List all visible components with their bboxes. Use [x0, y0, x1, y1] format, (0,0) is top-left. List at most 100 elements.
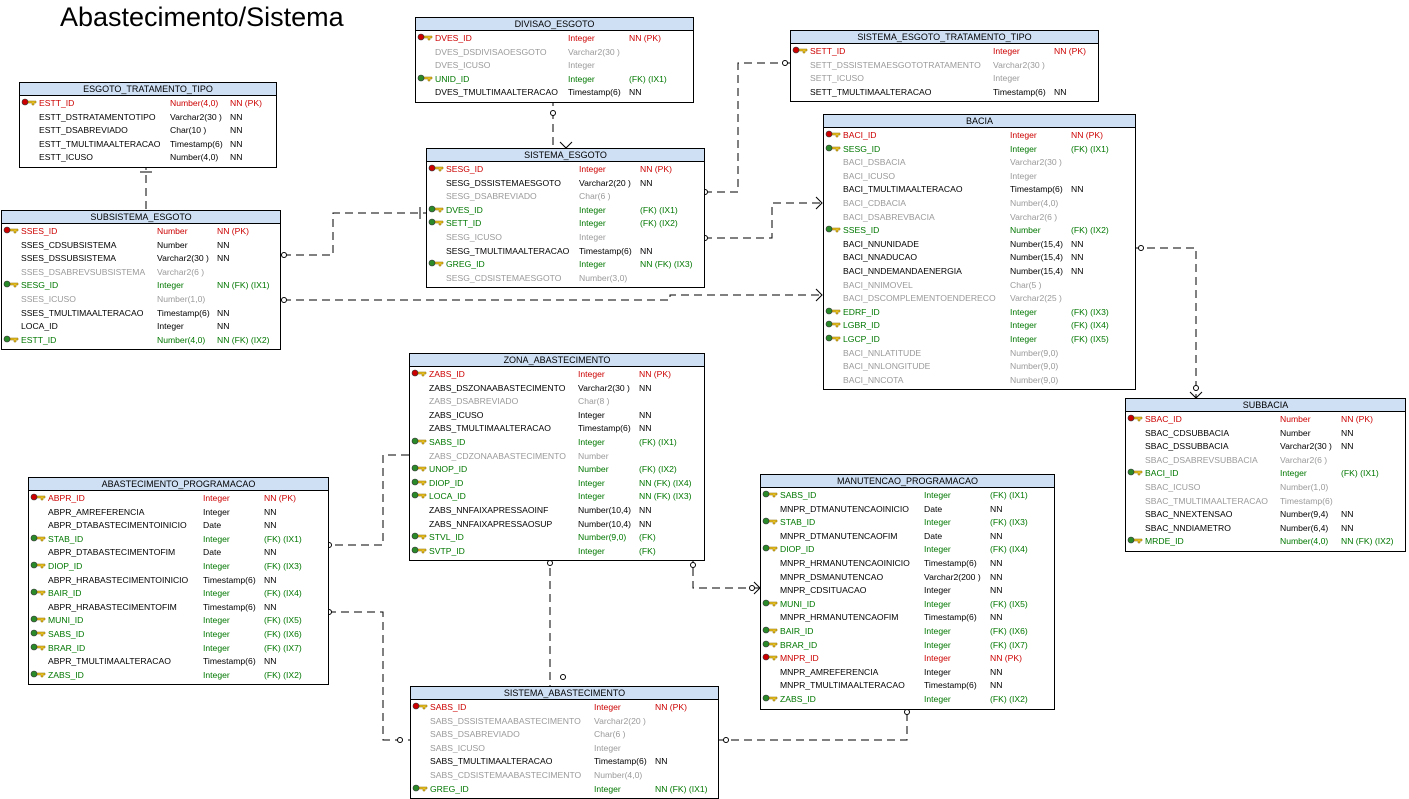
column-row[interactable]: SBAC_ICUSONumber(1,0) — [1126, 481, 1405, 495]
column-row[interactable]: LOCA_IDIntegerNN — [2, 320, 280, 334]
column-row[interactable]: SESG_ICUSOInteger — [427, 231, 704, 245]
column-row[interactable]: ESTT_IDNumber(4,0)NN (PK) — [20, 97, 276, 111]
entity-sistema-abastecimento[interactable]: SISTEMA_ABASTECIMENTOSABS_IDIntegerNN (P… — [410, 686, 719, 799]
column-row[interactable]: UNID_IDInteger(FK) (IX1) — [416, 73, 693, 87]
column-row[interactable]: BACI_DSABREVBACIAVarchar2(6 ) — [824, 211, 1135, 225]
column-row[interactable]: DVES_ICUSOInteger — [416, 59, 693, 73]
entity-bacia[interactable]: BACIABACI_IDIntegerNN (PK)SESG_IDInteger… — [823, 114, 1136, 391]
column-row[interactable]: ESTT_ICUSONumber(4,0)NN — [20, 151, 276, 165]
column-row[interactable]: SSES_DSSUBSISTEMAVarchar2(30 )NN — [2, 252, 280, 266]
column-row[interactable]: BAIR_IDInteger(FK) (IX4) — [29, 587, 328, 601]
column-row[interactable]: MNPR_HRMANUTENCAOFIMTimestamp(6)NN — [761, 611, 1054, 625]
column-row[interactable]: DVES_IDIntegerNN (PK) — [416, 32, 693, 46]
column-row[interactable]: ZABS_TMULTIMAALTERACAOTimestamp(6)NN — [410, 422, 704, 436]
column-row[interactable]: SESG_IDIntegerNN (PK) — [427, 163, 704, 177]
column-row[interactable]: SABS_CDSISTEMAABASTECIMENTONumber(4,0) — [411, 769, 718, 783]
column-row[interactable]: MNPR_IDIntegerNN (PK) — [761, 652, 1054, 666]
column-row[interactable]: SABS_IDInteger(FK) (IX1) — [410, 436, 704, 450]
column-row[interactable]: GREG_IDIntegerNN (FK) (IX1) — [411, 783, 718, 797]
column-row[interactable]: SABS_DSABREVIADOChar(6 ) — [411, 728, 718, 742]
column-row[interactable]: STAB_IDInteger(FK) (IX1) — [29, 533, 328, 547]
column-row[interactable]: BACI_ICUSOInteger — [824, 170, 1135, 184]
entity-abastecimento-programacao[interactable]: ABASTECIMENTO_PROGRAMACAOABPR_IDIntegerN… — [28, 477, 329, 686]
column-row[interactable]: BRAR_IDInteger(FK) (IX7) — [29, 642, 328, 656]
column-row[interactable]: LOCA_IDIntegerNN (FK) (IX3) — [410, 490, 704, 504]
column-row[interactable]: MUNI_IDInteger(FK) (IX5) — [29, 614, 328, 628]
column-row[interactable]: ZABS_DSABREVIADOChar(8 ) — [410, 395, 704, 409]
column-row[interactable]: ZABS_DSZONAABASTECIMENTOVarchar2(30 )NN — [410, 382, 704, 396]
column-row[interactable]: DIOP_IDIntegerNN (FK) (IX4) — [410, 477, 704, 491]
column-row[interactable]: MNPR_DSMANUTENCAOVarchar2(200 )NN — [761, 571, 1054, 585]
column-row[interactable]: SSES_ICUSONumber(1,0) — [2, 293, 280, 307]
column-row[interactable]: SBAC_NNEXTENSAONumber(9,4)NN — [1126, 508, 1405, 522]
column-row[interactable]: SVTP_IDInteger(FK) — [410, 545, 704, 559]
column-row[interactable]: GREG_IDIntegerNN (FK) (IX3) — [427, 258, 704, 272]
column-row[interactable]: SESG_CDSISTEMAESGOTONumber(3,0) — [427, 272, 704, 286]
column-row[interactable]: MNPR_CDSITUACAOIntegerNN — [761, 584, 1054, 598]
column-row[interactable]: ABPR_IDIntegerNN (PK) — [29, 492, 328, 506]
column-row[interactable]: SESG_DSSISTEMAESGOTOVarchar2(20 )NN — [427, 177, 704, 191]
column-row[interactable]: SBAC_DSSUBBACIAVarchar2(30 )NN — [1126, 440, 1405, 454]
column-row[interactable]: SSES_IDNumberNN (PK) — [2, 225, 280, 239]
column-row[interactable]: MNPR_AMREFERENCIAIntegerNN — [761, 666, 1054, 680]
column-row[interactable]: BAIR_IDInteger(FK) (IX6) — [761, 625, 1054, 639]
column-row[interactable]: BACI_CDBACIANumber(4,0) — [824, 197, 1135, 211]
column-row[interactable]: LGCP_IDInteger(FK) (IX5) — [824, 333, 1135, 347]
column-row[interactable]: ZABS_NNFAIXAPRESSAOSUPNumber(10,4)NN — [410, 518, 704, 532]
column-row[interactable]: SBAC_CDSUBBACIANumberNN — [1126, 427, 1405, 441]
column-row[interactable]: SABS_ICUSOInteger — [411, 742, 718, 756]
column-row[interactable]: SSES_DSABREVSUBSISTEMAVarchar2(6 ) — [2, 266, 280, 280]
column-row[interactable]: MNPR_DTMANUTENCAOFIMDateNN — [761, 530, 1054, 544]
column-row[interactable]: EDRF_IDInteger(FK) (IX3) — [824, 306, 1135, 320]
column-row[interactable]: DIOP_IDInteger(FK) (IX4) — [761, 543, 1054, 557]
column-row[interactable]: ESTT_DSTRATAMENTOTIPOVarchar2(30 )NN — [20, 111, 276, 125]
column-row[interactable]: ABPR_HRABASTECIMENTOINICIOTimestamp(6)NN — [29, 574, 328, 588]
column-row[interactable]: SETT_IDInteger(FK) (IX2) — [427, 217, 704, 231]
column-row[interactable]: MNPR_DTMANUTENCAOINICIODateNN — [761, 503, 1054, 517]
column-row[interactable]: BACI_NNDEMANDAENERGIANumber(15,4)NN — [824, 265, 1135, 279]
column-row[interactable]: DIOP_IDInteger(FK) (IX3) — [29, 560, 328, 574]
column-row[interactable]: ZABS_NNFAIXAPRESSAOINFNumber(10,4)NN — [410, 504, 704, 518]
column-row[interactable]: SETT_DSSISTEMAESGOTOTRATAMENTOVarchar2(3… — [791, 59, 1098, 73]
column-row[interactable]: BACI_NNLATITUDENumber(9,0) — [824, 347, 1135, 361]
column-row[interactable]: ZABS_IDInteger(FK) (IX2) — [761, 693, 1054, 707]
column-row[interactable]: LGBR_IDInteger(FK) (IX4) — [824, 319, 1135, 333]
column-row[interactable]: SABS_IDInteger(FK) (IX6) — [29, 628, 328, 642]
entity-subsistema-esgoto[interactable]: SUBSISTEMA_ESGOTOSSES_IDNumberNN (PK)SSE… — [1, 210, 281, 351]
column-row[interactable]: BACI_IDInteger(FK) (IX1) — [1126, 467, 1405, 481]
column-row[interactable]: MNPR_HRMANUTENCAOINICIOTimestamp(6)NN — [761, 557, 1054, 571]
column-row[interactable]: ZABS_CDZONAABASTECIMENTONumber — [410, 450, 704, 464]
column-row[interactable]: ABPR_TMULTIMAALTERACAOTimestamp(6)NN — [29, 655, 328, 669]
column-row[interactable]: SBAC_TMULTIMAALTERACAOTimestamp(6) — [1126, 495, 1405, 509]
column-row[interactable]: DVES_TMULTIMAALTERACAOTimestamp(6)NN — [416, 86, 693, 100]
entity-divisao-esgoto[interactable]: DIVISAO_ESGOTODVES_IDIntegerNN (PK)DVES_… — [415, 17, 694, 103]
column-row[interactable]: BACI_NNUNIDADENumber(15,4)NN — [824, 238, 1135, 252]
column-row[interactable]: MNPR_TMULTIMAALTERACAOTimestamp(6)NN — [761, 679, 1054, 693]
column-row[interactable]: SABS_DSSISTEMAABASTECIMENTOVarchar2(20 ) — [411, 715, 718, 729]
column-row[interactable]: STAB_IDInteger(FK) (IX3) — [761, 516, 1054, 530]
column-row[interactable]: BACI_NNADUCAONumber(15,4)NN — [824, 251, 1135, 265]
column-row[interactable]: ESTT_IDNumber(4,0)NN (FK) (IX2) — [2, 334, 280, 348]
column-row[interactable]: SBAC_NNDIAMETRONumber(6,4)NN — [1126, 522, 1405, 536]
column-row[interactable]: SSES_IDNumber(FK) (IX2) — [824, 224, 1135, 238]
entity-manutencao-programacao[interactable]: MANUTENCAO_PROGRAMACAOSABS_IDInteger(FK)… — [760, 474, 1055, 710]
column-row[interactable]: ABPR_HRABASTECIMENTOFIMTimestamp(6)NN — [29, 601, 328, 615]
column-row[interactable]: BACI_DSBACIAVarchar2(30 ) — [824, 156, 1135, 170]
column-row[interactable]: SSES_TMULTIMAALTERACAOTimestamp(6)NN — [2, 307, 280, 321]
column-row[interactable]: ABPR_AMREFERENCIAIntegerNN — [29, 506, 328, 520]
column-row[interactable]: BACI_TMULTIMAALTERACAOTimestamp(6)NN — [824, 183, 1135, 197]
column-row[interactable]: ZABS_IDIntegerNN (PK) — [410, 368, 704, 382]
column-row[interactable]: SABS_TMULTIMAALTERACAOTimestamp(6)NN — [411, 755, 718, 769]
column-row[interactable]: SABS_IDInteger(FK) (IX1) — [761, 489, 1054, 503]
column-row[interactable]: BACI_NNLONGITUDENumber(9,0) — [824, 360, 1135, 374]
column-row[interactable]: SETT_TMULTIMAALTERACAOTimestamp(6)NN — [791, 86, 1098, 100]
column-row[interactable]: SETT_ICUSOInteger — [791, 72, 1098, 86]
entity-zona-abastecimento[interactable]: ZONA_ABASTECIMENTOZABS_IDIntegerNN (PK)Z… — [409, 353, 705, 562]
column-row[interactable]: UNOP_IDNumber(FK) (IX2) — [410, 463, 704, 477]
column-row[interactable]: BRAR_IDInteger(FK) (IX7) — [761, 639, 1054, 653]
column-row[interactable]: SESG_IDInteger(FK) (IX1) — [824, 143, 1135, 157]
entity-sistema-esgoto-tratamento-tipo[interactable]: SISTEMA_ESGOTO_TRATAMENTO_TIPOSETT_IDInt… — [790, 30, 1099, 103]
column-row[interactable]: BACI_IDIntegerNN (PK) — [824, 129, 1135, 143]
column-row[interactable]: SETT_IDIntegerNN (PK) — [791, 45, 1098, 59]
column-row[interactable]: DVES_IDInteger(FK) (IX1) — [427, 204, 704, 218]
